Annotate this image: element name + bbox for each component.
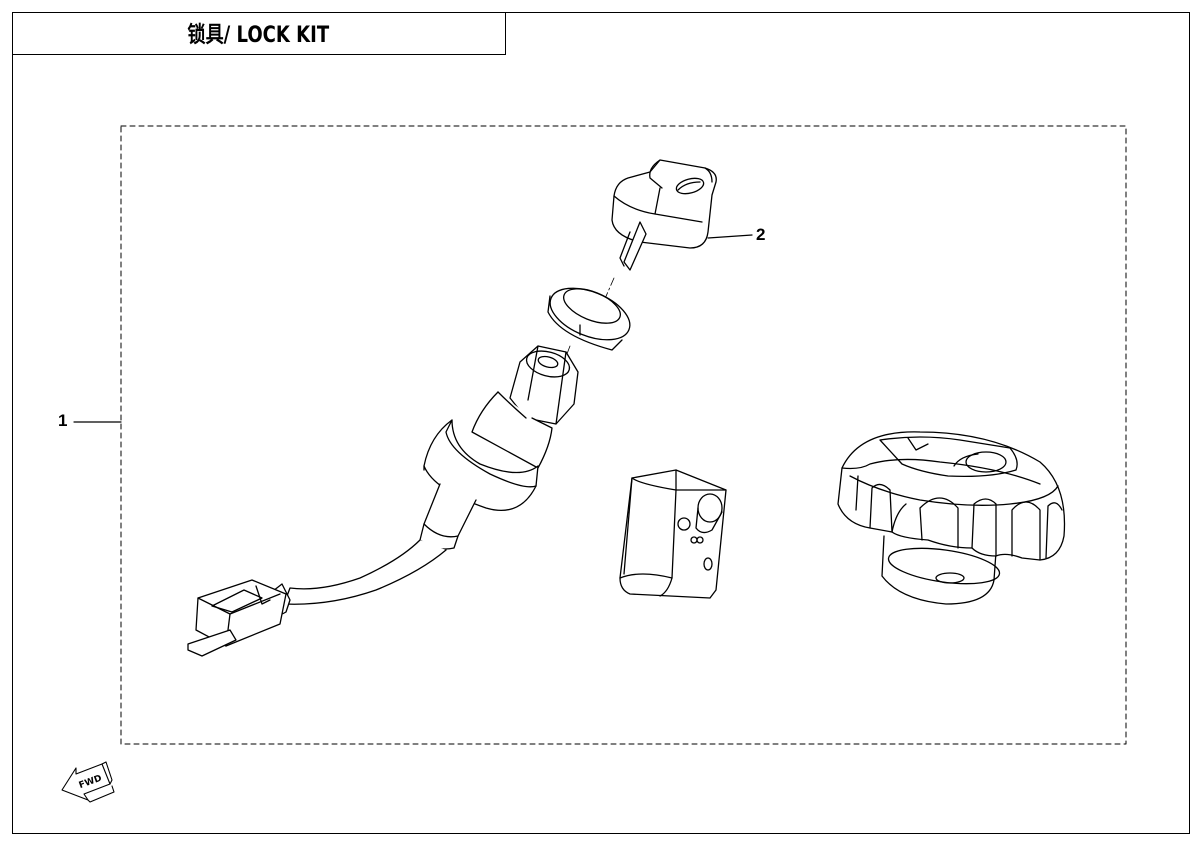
title-box: 锁具/ LOCK KIT (12, 12, 506, 55)
ignition-switch-icon (187, 345, 579, 657)
kit-boundary (120, 125, 1127, 745)
fuel-cap-icon (837, 431, 1066, 605)
lock-block-icon (619, 469, 727, 599)
callout-1-label: 1 (58, 411, 68, 430)
page-title: 锁具/ LOCK KIT (187, 23, 330, 48)
lock-ring-icon (547, 287, 631, 373)
fwd-arrow-icon (61, 761, 115, 803)
callout-2-label: 2 (756, 225, 766, 244)
callout-2-leader (707, 234, 753, 239)
drawing-frame (12, 12, 1190, 834)
ignition-key-icon (599, 159, 717, 311)
